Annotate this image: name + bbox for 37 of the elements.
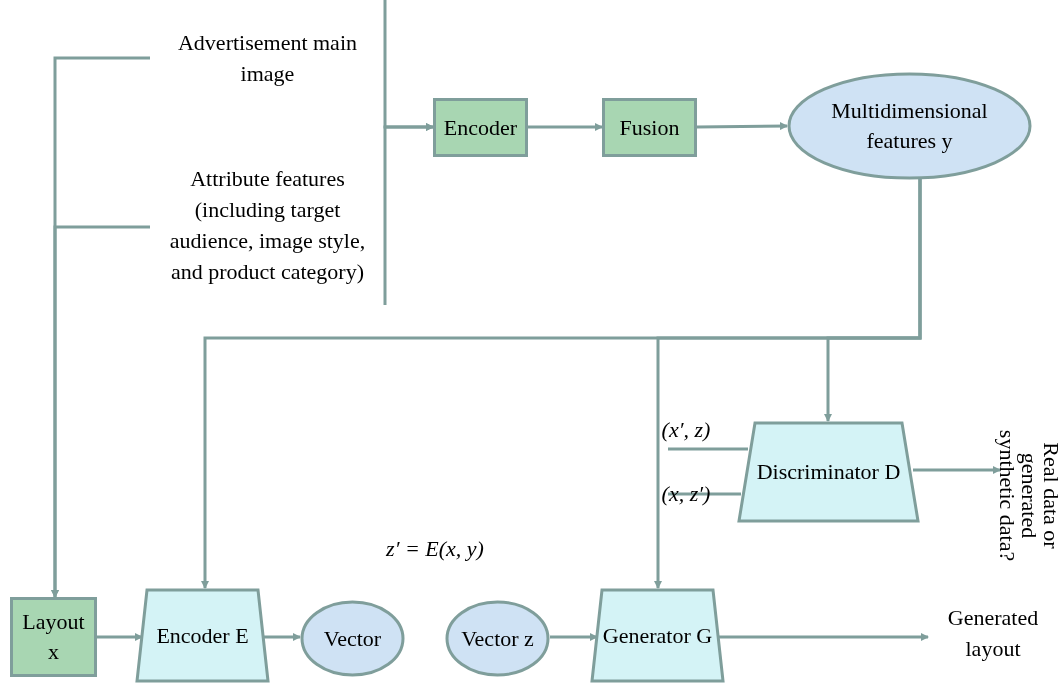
arrow	[51, 225, 150, 598]
trapezoid-block	[590, 588, 725, 683]
process-box	[602, 98, 697, 157]
arrow	[528, 123, 603, 131]
edge-label: (x′, z)	[660, 415, 712, 444]
node-label: Multidimensional features y	[830, 97, 989, 155]
arrow	[824, 178, 922, 422]
arrow	[550, 633, 598, 641]
ellipse-node	[445, 600, 550, 677]
node-label: Vector	[323, 624, 382, 653]
text-label: Advertisement main image	[150, 0, 385, 115]
node-label: Fusion	[619, 113, 680, 142]
text-label: Generated layout	[928, 598, 1058, 668]
process-box	[433, 98, 528, 157]
arrow	[263, 633, 301, 641]
node-label: Layout x	[21, 608, 86, 666]
text-label: Attribute features (including target audience, image style, and product category)	[150, 140, 385, 310]
node-label: Generator G	[602, 621, 713, 650]
arrow	[913, 466, 1001, 474]
connector-line	[668, 492, 741, 496]
node-label: Encoder E	[156, 621, 249, 650]
trapezoid-block	[135, 588, 270, 683]
arrow	[718, 633, 929, 641]
arrow	[97, 633, 143, 641]
edge-label: (x, z′)	[660, 479, 712, 508]
formula-label: z′ = E(x, y)	[385, 534, 485, 563]
node-label: Encoder	[443, 113, 518, 142]
trapezoid-block	[737, 421, 920, 523]
ellipse-node	[787, 72, 1032, 180]
node-label: Vector z	[461, 624, 534, 653]
process-box	[10, 597, 97, 677]
ellipse-node	[300, 600, 405, 677]
arrow	[697, 122, 788, 131]
connector-line	[668, 447, 748, 451]
rotated-text: Real data or generated synthetic data?	[995, 400, 1062, 590]
arrow	[383, 123, 434, 305]
node-label: Discriminator D	[756, 458, 901, 486]
